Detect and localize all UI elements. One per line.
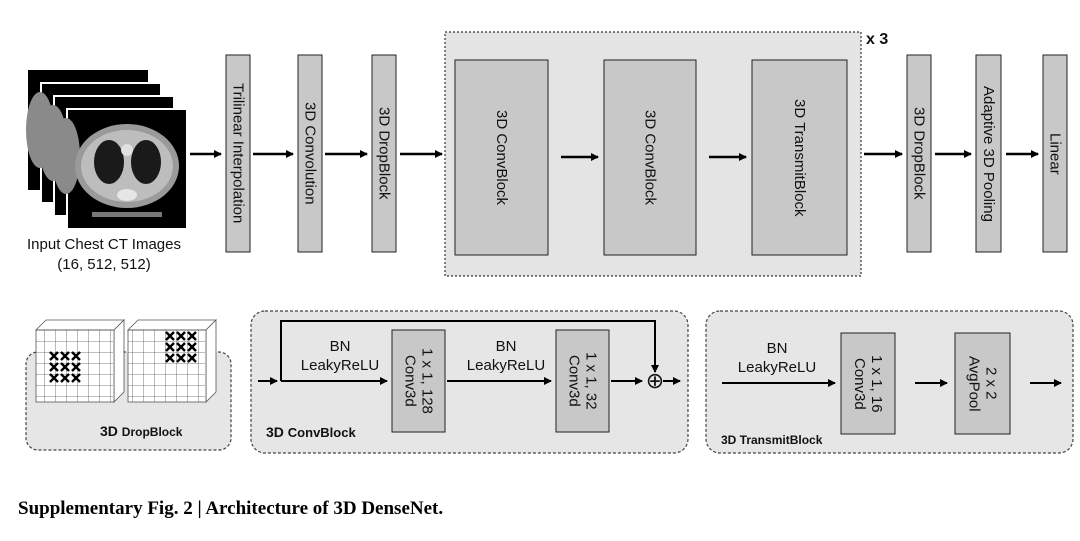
convblock-act-1: LeakyReLU [300, 357, 380, 374]
conv3d-16-box [840, 332, 896, 435]
conv3d-128-box [391, 329, 446, 433]
block-adaptive-3d-pooling [975, 54, 1002, 253]
convblock-bn-2: BN [495, 338, 517, 355]
input-label: Input Chest CT Images [27, 236, 181, 253]
label-3d-dropblock-2: 3D DropBlock [910, 107, 928, 200]
label-3d-convblock-2: 3D ConvBlock [641, 109, 659, 206]
label-3d-dropblock-1: 3D DropBlock [375, 107, 393, 200]
ct-image-stack [26, 70, 188, 230]
figure-caption: Supplementary Fig. 2 | Architecture of 3… [18, 498, 444, 519]
block-3d-transmitblock [751, 59, 848, 256]
transmit-bn: BN [766, 340, 788, 357]
avgpool-box [954, 332, 1011, 435]
block-linear [1042, 54, 1068, 253]
conv3d-32-box [555, 329, 610, 433]
sum-symbol: ⊕ [645, 368, 665, 393]
input-shape: (16, 512, 512) [57, 256, 151, 273]
transmitblock-panel-title: 3D TransmitBlock [721, 433, 823, 447]
block-trilinear-interpolation [225, 54, 251, 253]
pipeline-arrows [190, 150, 1039, 161]
label-adaptive-3d-pooling: Adaptive 3D Pooling [980, 85, 997, 222]
transmit-act: LeakyReLU [737, 359, 817, 376]
convblock-panel-title: 3D ConvBlock [266, 424, 356, 440]
convblock-bn-1: BN [329, 338, 351, 355]
dropblock-cube-1 [35, 319, 125, 403]
convblock-act-2: LeakyReLU [466, 357, 546, 374]
dropblock-cube-2 [127, 319, 217, 403]
block-3d-dropblock-1 [371, 54, 397, 253]
block-3d-convblock-1 [454, 59, 549, 256]
repeat-label: x 3 [866, 31, 889, 48]
convblock-arrows [258, 320, 681, 385]
block-3d-convblock-2 [603, 59, 697, 256]
label-trilinear-interpolation: Trilinear Interpolation [229, 83, 247, 224]
label-3d-transmitblock: 3D TransmitBlock [791, 98, 808, 217]
block-3d-convolution [297, 54, 323, 253]
dropblock-panel-title: 3D DropBlock [100, 423, 183, 439]
label-linear: Linear [1046, 132, 1064, 175]
label-3d-convblock-1: 3D ConvBlock [493, 109, 510, 206]
label-3d-convolution: 3D Convolution [301, 102, 319, 205]
block-3d-dropblock-2 [906, 54, 932, 253]
